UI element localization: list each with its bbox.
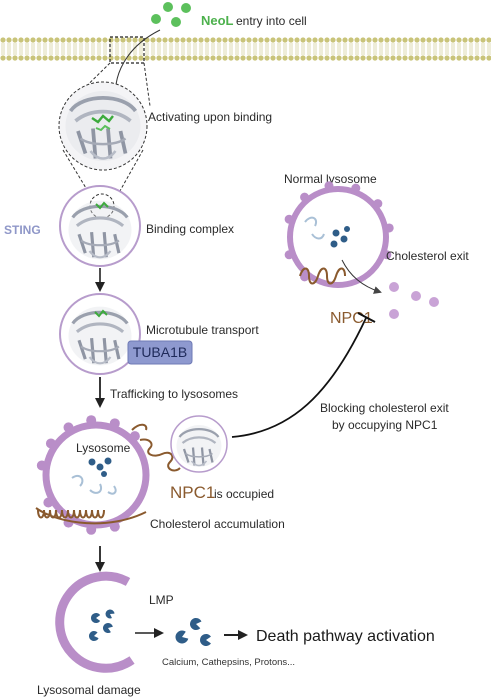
- cholesterol-icon: [104, 457, 112, 465]
- npc1-icon: [131, 423, 181, 472]
- cholesterol-icon: [330, 240, 338, 248]
- blocking-label-2: by occupying NPC1: [332, 418, 438, 432]
- pacman-icon: [103, 623, 113, 633]
- cholesterol-icon: [344, 226, 350, 232]
- pacman-icon: [91, 613, 101, 624]
- death-label: Death pathway activation: [256, 628, 435, 645]
- pacman-icon: [89, 631, 99, 641]
- lysosome-label: Lysosome: [76, 441, 131, 455]
- cholesterol-icon: [101, 471, 107, 477]
- green-dot-icon: [181, 3, 191, 13]
- neol-molecules: [151, 2, 191, 27]
- entry-site-box: [109, 36, 145, 64]
- cathepsins-released: [175, 618, 211, 647]
- cholesterol-exit-label: Cholesterol exit: [386, 249, 469, 263]
- lmp-label: LMP: [149, 593, 174, 607]
- cholesterol-icon: [332, 229, 340, 237]
- cell-membrane: [0, 37, 491, 61]
- damaged-lysosome: [55, 571, 135, 673]
- entry-label: entry into cell: [236, 14, 307, 28]
- inhibition-line: [231, 317, 367, 438]
- protein-icon: [175, 423, 223, 469]
- pacman-icon: [105, 609, 115, 619]
- protein-icon: [63, 89, 143, 163]
- green-dot-icon: [151, 14, 161, 24]
- green-dot-icon: [171, 17, 181, 27]
- sting-label: STING: [4, 223, 41, 237]
- drug-bound-icon: [95, 201, 109, 210]
- accumulation-label: Cholesterol accumulation: [150, 517, 285, 531]
- is-occupied-label: is occupied: [214, 487, 274, 501]
- tuba1b-label: TUBA1B: [133, 344, 187, 360]
- blocking-label-1: Blocking cholesterol exit: [320, 401, 449, 415]
- microtubule-label: Microtubule transport: [146, 323, 259, 337]
- cholesterol-exit-arrow: [341, 259, 382, 294]
- binding-complex-label: Binding complex: [146, 222, 234, 236]
- tuba1b-box: [127, 340, 193, 365]
- pacman-icon: [175, 630, 189, 644]
- trafficking-label: Trafficking to lysosomes: [110, 387, 238, 401]
- damage-label: Lysosomal damage: [37, 683, 141, 697]
- activating-label: Activating upon binding: [148, 110, 272, 124]
- pacman-icon: [200, 634, 211, 647]
- protein-icon: [66, 199, 134, 261]
- drug-bound-icon: [91, 114, 114, 132]
- contents-label: Calcium, Cathepsins, Protons...: [162, 657, 295, 668]
- npc1-bottom-label: NPC1: [170, 483, 215, 502]
- normal-lysosome: [284, 181, 394, 288]
- drug-bound-icon: [94, 309, 108, 318]
- pacman-icon: [190, 618, 202, 630]
- exited-cholesterol: [389, 282, 439, 319]
- cholesterol-icon: [96, 463, 104, 471]
- npc1-icon: [299, 267, 346, 285]
- cathepsins: [89, 609, 115, 641]
- normal-lysosome-label: Normal lysosome: [284, 172, 377, 186]
- main-lysosome: [36, 415, 150, 535]
- cholesterol-icon: [88, 458, 96, 466]
- neol-label: NeoL: [201, 13, 234, 28]
- green-dot-icon: [163, 2, 173, 12]
- inhibition-bar: [357, 312, 376, 323]
- npc1-icon: [35, 507, 147, 525]
- cholesterol-icon: [340, 235, 348, 243]
